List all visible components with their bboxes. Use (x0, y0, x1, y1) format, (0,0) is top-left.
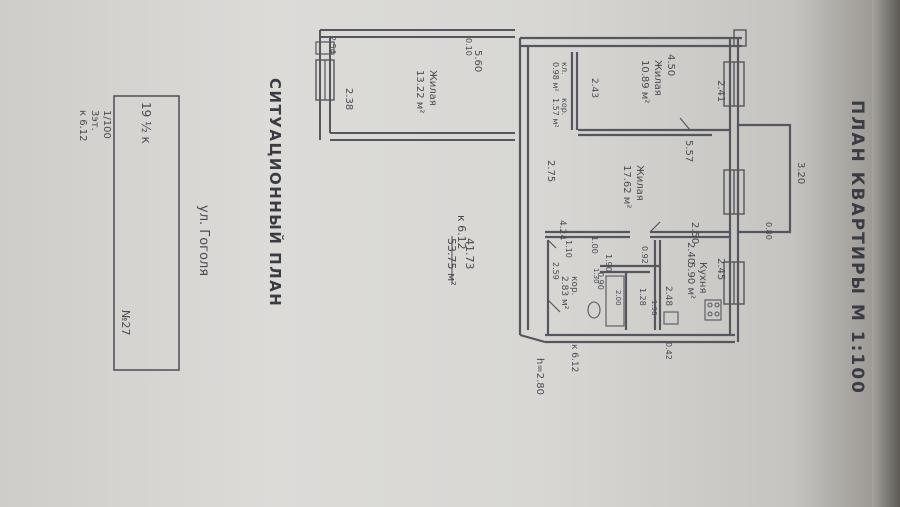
situation-title: СИТУАЦИОННЫЙ ПЛАН (266, 78, 285, 307)
dim-042: 0.42 (664, 342, 673, 360)
plan-title: ПЛАН КВАРТИРЫ М 1:100 (847, 100, 867, 395)
dim-320: 3.20 (795, 162, 806, 184)
dim-128: 1.28 (638, 288, 647, 306)
outer-walls (518, 36, 792, 344)
site-block-label: 19 ½ к (139, 102, 153, 144)
totals-living: 41.73 (463, 238, 476, 270)
dim-190: 1.90 (604, 254, 613, 272)
dim-080: 0.80 (764, 222, 773, 240)
room-labels: Жилая 10.89 м² Жилая 17.62 м² Жилая 13.2… (414, 60, 708, 310)
dim-612: к 6.12 (569, 344, 579, 372)
dim-090: 0.90 (596, 272, 605, 290)
dim-240: 2.40 (685, 242, 696, 264)
dim-092: 0.92 (640, 246, 649, 264)
dim-259: 2.59 (551, 262, 560, 280)
room-2-area: 17.62 м² (621, 165, 632, 208)
dim-280: h=2.80 (534, 358, 545, 395)
doors (547, 117, 691, 313)
dim-100: 1.00 (590, 236, 599, 254)
dim-557: 5.57 (683, 140, 694, 162)
totals-total: 53.75 м² (445, 238, 458, 286)
dim-450: 4.50 (665, 54, 676, 76)
dim-248: 2.48 (663, 286, 673, 306)
dim-241: 2.41 (715, 80, 726, 102)
dim-130: 1.30 (592, 268, 600, 284)
room-1-area: 10.89 м² (639, 60, 650, 103)
site-note-2: 3эт. (89, 110, 100, 131)
dim-250: 2.50 (689, 222, 700, 244)
paper-edge-shadow (872, 0, 900, 507)
room-5-name: кл. (560, 62, 569, 75)
dim-424: 4.24 (557, 220, 567, 240)
site-note-3: к 6.12 (77, 110, 88, 141)
street-name: ул. Гоголя (196, 205, 211, 276)
room-6-area: 1.57 м² (551, 98, 560, 128)
room-6-name: кор. (560, 98, 569, 115)
dim-245: 2.45 (715, 258, 726, 280)
totals-code: к 6.12 (455, 215, 468, 250)
room-3-area: 13.22 м² (414, 70, 425, 113)
dim-275: 2.75 (545, 160, 556, 182)
dim-238: 2.38 (343, 88, 354, 110)
dim-110: 1.10 (564, 240, 573, 258)
room-5-area: 0.98 м² (551, 62, 560, 92)
dimension-labels: 4.50 2.41 5.57 3.20 0.80 2.50 2.40 2.45 … (328, 36, 806, 395)
room-7-area: 2.83 м² (559, 276, 569, 310)
dim-010: 0.10 (464, 38, 473, 56)
dim-200: 2.00 (614, 290, 622, 306)
room-4-area: 5.90 м² (685, 262, 696, 299)
left-room (315, 29, 515, 141)
dim-560: 5.60 (472, 50, 483, 72)
room-2-name: Жилая (634, 165, 645, 201)
site-note-1: 1/100 (101, 110, 112, 139)
dim-198: 1.98 (650, 300, 658, 316)
site-block: 19 ½ к №27 1/100 3эт. к 6.12 (77, 95, 180, 371)
room-4-name: Кухня (697, 262, 708, 294)
facade-windows (723, 29, 747, 305)
area-totals: к 6.12 41.73 53.75 м² (445, 215, 476, 286)
room-1-name: Жилая (652, 60, 663, 96)
dim-243: 2.43 (589, 78, 599, 98)
dim-254: 2.54 (328, 36, 337, 54)
bathroom-fixtures (587, 275, 722, 327)
room-3-name: Жилая (427, 70, 438, 106)
site-block-number: №27 (119, 310, 132, 335)
room-7-name: кор. (569, 276, 579, 296)
